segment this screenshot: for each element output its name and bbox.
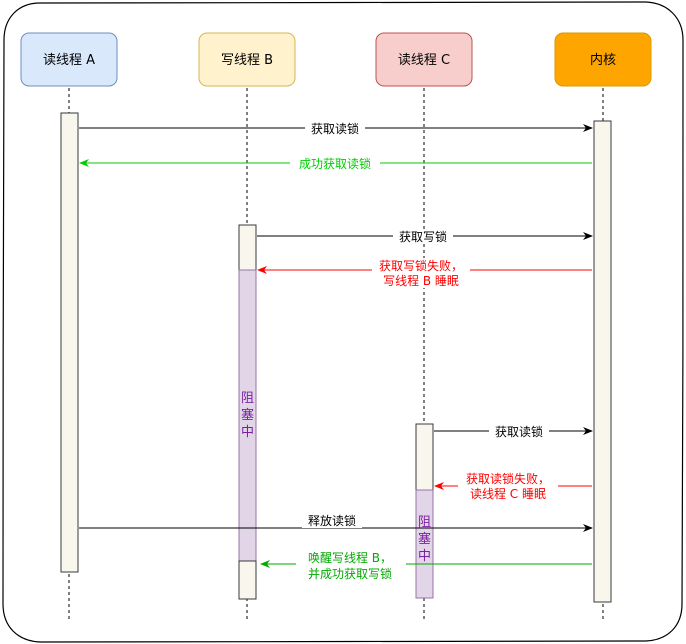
blocked-label-b: 阻 塞 中 <box>241 391 254 440</box>
participant-a: 读线程 A <box>20 32 118 87</box>
message-label-3: 获取写锁 <box>399 229 447 244</box>
svg-text:中: 中 <box>418 549 431 564</box>
svg-text:阻: 阻 <box>241 391 254 406</box>
message-label-8-line-1: 唤醒写线程 B， <box>308 550 392 565</box>
blocked-bar-c <box>415 489 434 599</box>
activation-c-top <box>415 423 434 491</box>
svg-text:塞: 塞 <box>241 407 254 423</box>
participant-b: 写线程 B <box>198 32 296 87</box>
activation-b-bottom <box>238 560 257 600</box>
participant-k: 内核 <box>554 32 652 87</box>
message-label-7: 释放读锁 <box>308 513 356 528</box>
participant-c: 读线程 C <box>375 32 473 87</box>
message-label-6-line-1: 获取读锁失败， <box>466 471 550 486</box>
message-label-1: 获取读锁 <box>311 121 359 136</box>
participant-c-label: 读线程 C <box>398 53 450 68</box>
blocked-label-c: 阻 塞 中 <box>418 515 431 564</box>
activation-k <box>593 120 612 603</box>
participant-b-label: 写线程 B <box>221 53 273 68</box>
message-label-5: 获取读锁 <box>495 424 543 439</box>
participant-a-label: 读线程 A <box>43 53 95 68</box>
activation-b-top <box>238 224 257 271</box>
svg-text:塞: 塞 <box>418 531 431 547</box>
message-label-4-line-1: 获取写锁失败， <box>379 258 463 273</box>
svg-text:阻: 阻 <box>418 515 431 530</box>
message-label-4-line-2: 写线程 B 睡眠 <box>383 273 459 288</box>
participant-k-label: 内核 <box>590 52 616 68</box>
message-label-2: 成功获取读锁 <box>299 156 371 171</box>
message-label-8-line-2: 并成功获取写锁 <box>308 566 392 581</box>
svg-text:中: 中 <box>241 425 254 440</box>
activation-a <box>60 112 79 573</box>
message-label-6-line-2: 读线程 C 睡眠 <box>470 486 546 501</box>
